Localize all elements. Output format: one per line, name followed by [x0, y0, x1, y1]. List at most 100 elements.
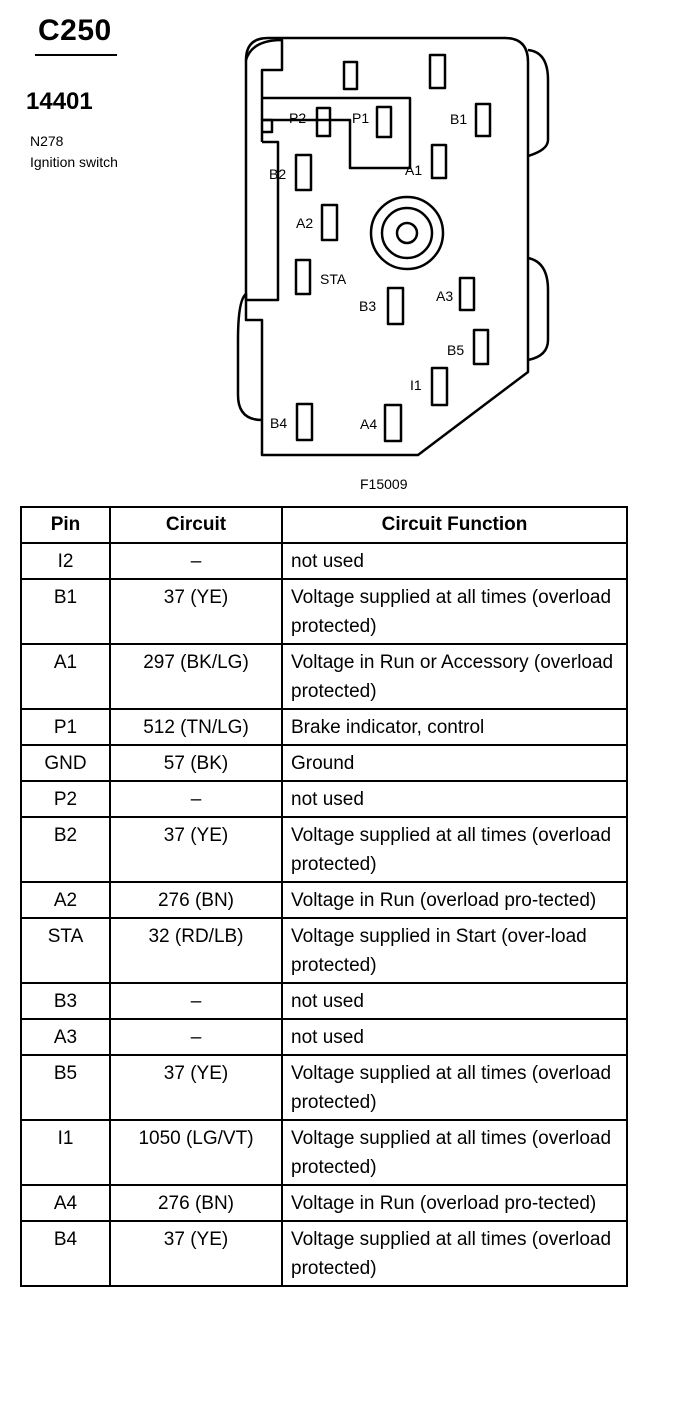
terminal-cavity-b5	[472, 328, 490, 366]
cell-function: not used	[281, 1018, 628, 1056]
connector-lock-ear	[244, 38, 284, 120]
cell-function: not used	[281, 542, 628, 580]
cell-circuit: 276 (BN)	[109, 1184, 283, 1222]
terminal-cavity-a1	[430, 143, 448, 180]
cell-pin: A3	[20, 1018, 111, 1056]
pin-label-a3: A3	[436, 288, 453, 304]
cell-circuit: 37 (YE)	[109, 1054, 283, 1121]
terminal-cavity-a3	[458, 276, 476, 312]
terminal-cavity-a4	[383, 403, 403, 443]
cell-function: Voltage in Run (overload pro-tected)	[281, 881, 628, 919]
connector-housing-left-tab	[244, 60, 262, 302]
cell-pin: P2	[20, 780, 111, 818]
table-row: A3–not used	[20, 1018, 628, 1056]
cell-pin: A1	[20, 643, 111, 710]
pin-label-a4: A4	[360, 416, 377, 432]
cell-circuit: 57 (BK)	[109, 744, 283, 782]
connector-id-underline	[35, 54, 117, 56]
table-header-row: Pin Circuit Circuit Function	[20, 506, 628, 544]
cell-circuit: –	[109, 780, 283, 818]
cell-function: Voltage supplied at all times (overload …	[281, 1119, 628, 1186]
cell-function: not used	[281, 780, 628, 818]
connector-face-diagram: P2 P1 B1 B2 A1 A2 STA B3 A3 B5 I1 B4 A4	[236, 36, 550, 457]
cell-pin: I2	[20, 542, 111, 580]
terminal-cavity-b2	[294, 153, 313, 192]
cell-function: not used	[281, 982, 628, 1020]
cell-circuit: 37 (YE)	[109, 816, 283, 883]
cell-function: Voltage supplied at all times (overload …	[281, 816, 628, 883]
harness-code: N278	[30, 133, 64, 149]
table-row: P2–not used	[20, 780, 628, 818]
cell-pin: STA	[20, 917, 111, 984]
cell-circuit: 276 (BN)	[109, 881, 283, 919]
cell-circuit: 32 (RD/LB)	[109, 917, 283, 984]
cell-pin: I1	[20, 1119, 111, 1186]
cell-circuit: 37 (YE)	[109, 1220, 283, 1287]
cell-function: Voltage supplied at all times (overload …	[281, 1220, 628, 1287]
connector-key-ring-inner	[395, 221, 419, 245]
pin-label-b4: B4	[270, 415, 287, 431]
table-row: B3–not used	[20, 982, 628, 1020]
terminal-cavity-a2	[320, 203, 339, 242]
connector-id: C250	[38, 14, 112, 47]
column-header-circuit: Circuit	[109, 506, 283, 544]
cell-circuit: 297 (BK/LG)	[109, 643, 283, 710]
cell-pin: P1	[20, 708, 111, 746]
terminal-cavity-sta	[294, 258, 312, 296]
cell-function: Brake indicator, control	[281, 708, 628, 746]
cell-function: Voltage in Run (overload pro-tected)	[281, 1184, 628, 1222]
pin-circuit-table: Pin Circuit Circuit Function I2–not used…	[20, 506, 628, 1287]
column-header-pin: Pin	[20, 506, 111, 544]
pin-label-p2: P2	[289, 110, 306, 126]
terminal-cavity-b1	[474, 102, 492, 138]
cell-pin: GND	[20, 744, 111, 782]
pin-label-sta: STA	[320, 271, 347, 287]
pin-label-b5: B5	[447, 342, 464, 358]
terminal-cavity-i1	[430, 366, 449, 407]
terminal-cavity-p1	[375, 105, 393, 139]
cell-circuit: 1050 (LG/VT)	[109, 1119, 283, 1186]
pin-label-b1: B1	[450, 111, 467, 127]
pin-label-i1: I1	[410, 377, 422, 393]
connector-inner-wall	[260, 96, 412, 170]
connector-key-ring-middle	[380, 206, 434, 260]
cell-circuit: 512 (TN/LG)	[109, 708, 283, 746]
column-header-function: Circuit Function	[281, 506, 628, 544]
cell-pin: B1	[20, 578, 111, 645]
cell-pin: B4	[20, 1220, 111, 1287]
connector-key-ring-outer	[369, 195, 445, 271]
connector-latch-right	[527, 256, 550, 362]
cell-function: Voltage supplied at all times (overload …	[281, 1054, 628, 1121]
cell-pin: B3	[20, 982, 111, 1020]
cell-circuit: –	[109, 542, 283, 580]
terminal-cavity	[428, 53, 447, 90]
cell-pin: B2	[20, 816, 111, 883]
connector-housing-outline	[236, 36, 530, 457]
cell-function: Voltage supplied at all times (overload …	[281, 578, 628, 645]
terminal-cavity	[342, 60, 359, 91]
terminal-cavity-p2	[315, 106, 332, 138]
pin-label-p1: P1	[352, 110, 369, 126]
cell-pin: B5	[20, 1054, 111, 1121]
part-number: 14401	[26, 88, 93, 115]
cell-pin: A4	[20, 1184, 111, 1222]
pin-label-a1: A1	[405, 162, 422, 178]
cell-function: Voltage in Run or Accessory (overload pr…	[281, 643, 628, 710]
terminal-cavity-b3	[386, 286, 405, 326]
cell-pin: A2	[20, 881, 111, 919]
cell-circuit: –	[109, 1018, 283, 1056]
cell-function: Ground	[281, 744, 628, 782]
cell-circuit: 37 (YE)	[109, 578, 283, 645]
pin-label-b2: B2	[269, 166, 286, 182]
